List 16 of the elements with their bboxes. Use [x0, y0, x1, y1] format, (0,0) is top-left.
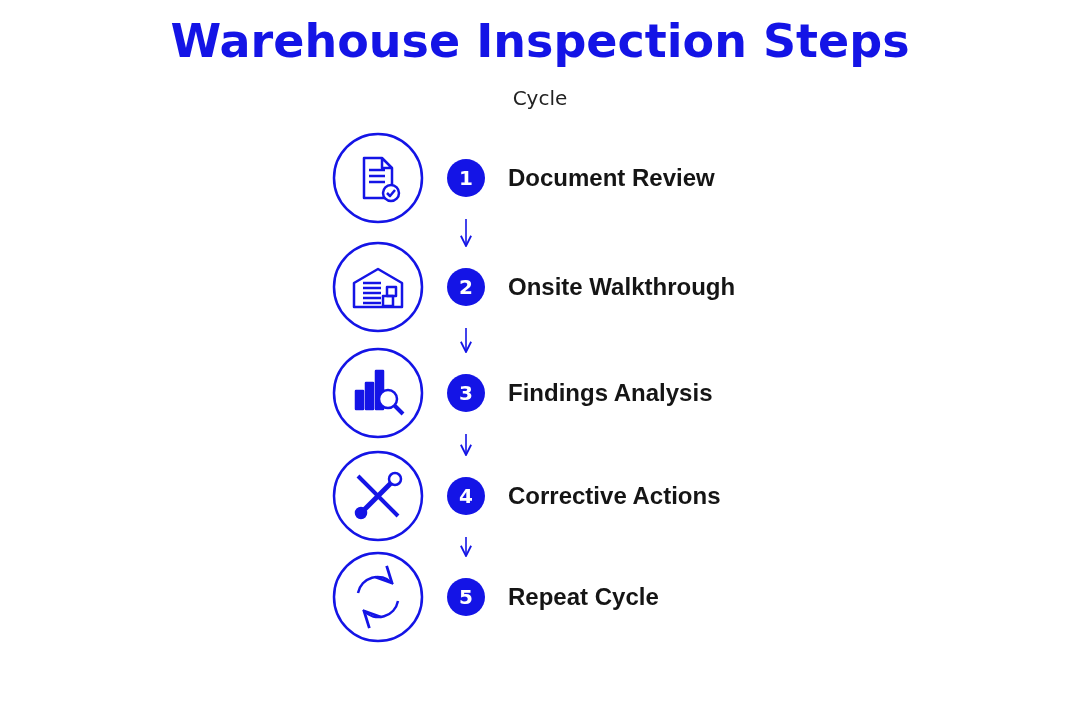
step-number-badge: 5: [447, 578, 485, 616]
subtitle: Cycle: [511, 86, 569, 110]
arrow: [460, 536, 472, 557]
arrow: [460, 327, 472, 353]
title: Warehouse Inspection Steps: [169, 14, 911, 68]
step-title: Findings Analysis: [508, 379, 713, 407]
step-number-badge: 3: [447, 374, 485, 412]
step-title: Document Review: [508, 164, 715, 192]
step-number-badge: 2: [447, 268, 485, 306]
step-number-badge: 1: [447, 159, 485, 197]
arrow: [460, 218, 472, 247]
step-title: Repeat Cycle: [508, 583, 659, 611]
arrow: [460, 433, 472, 456]
step-title: Corrective Actions: [508, 482, 721, 510]
step-number-badge: 4: [447, 477, 485, 515]
step-title: Onsite Walkthrough: [508, 273, 736, 301]
